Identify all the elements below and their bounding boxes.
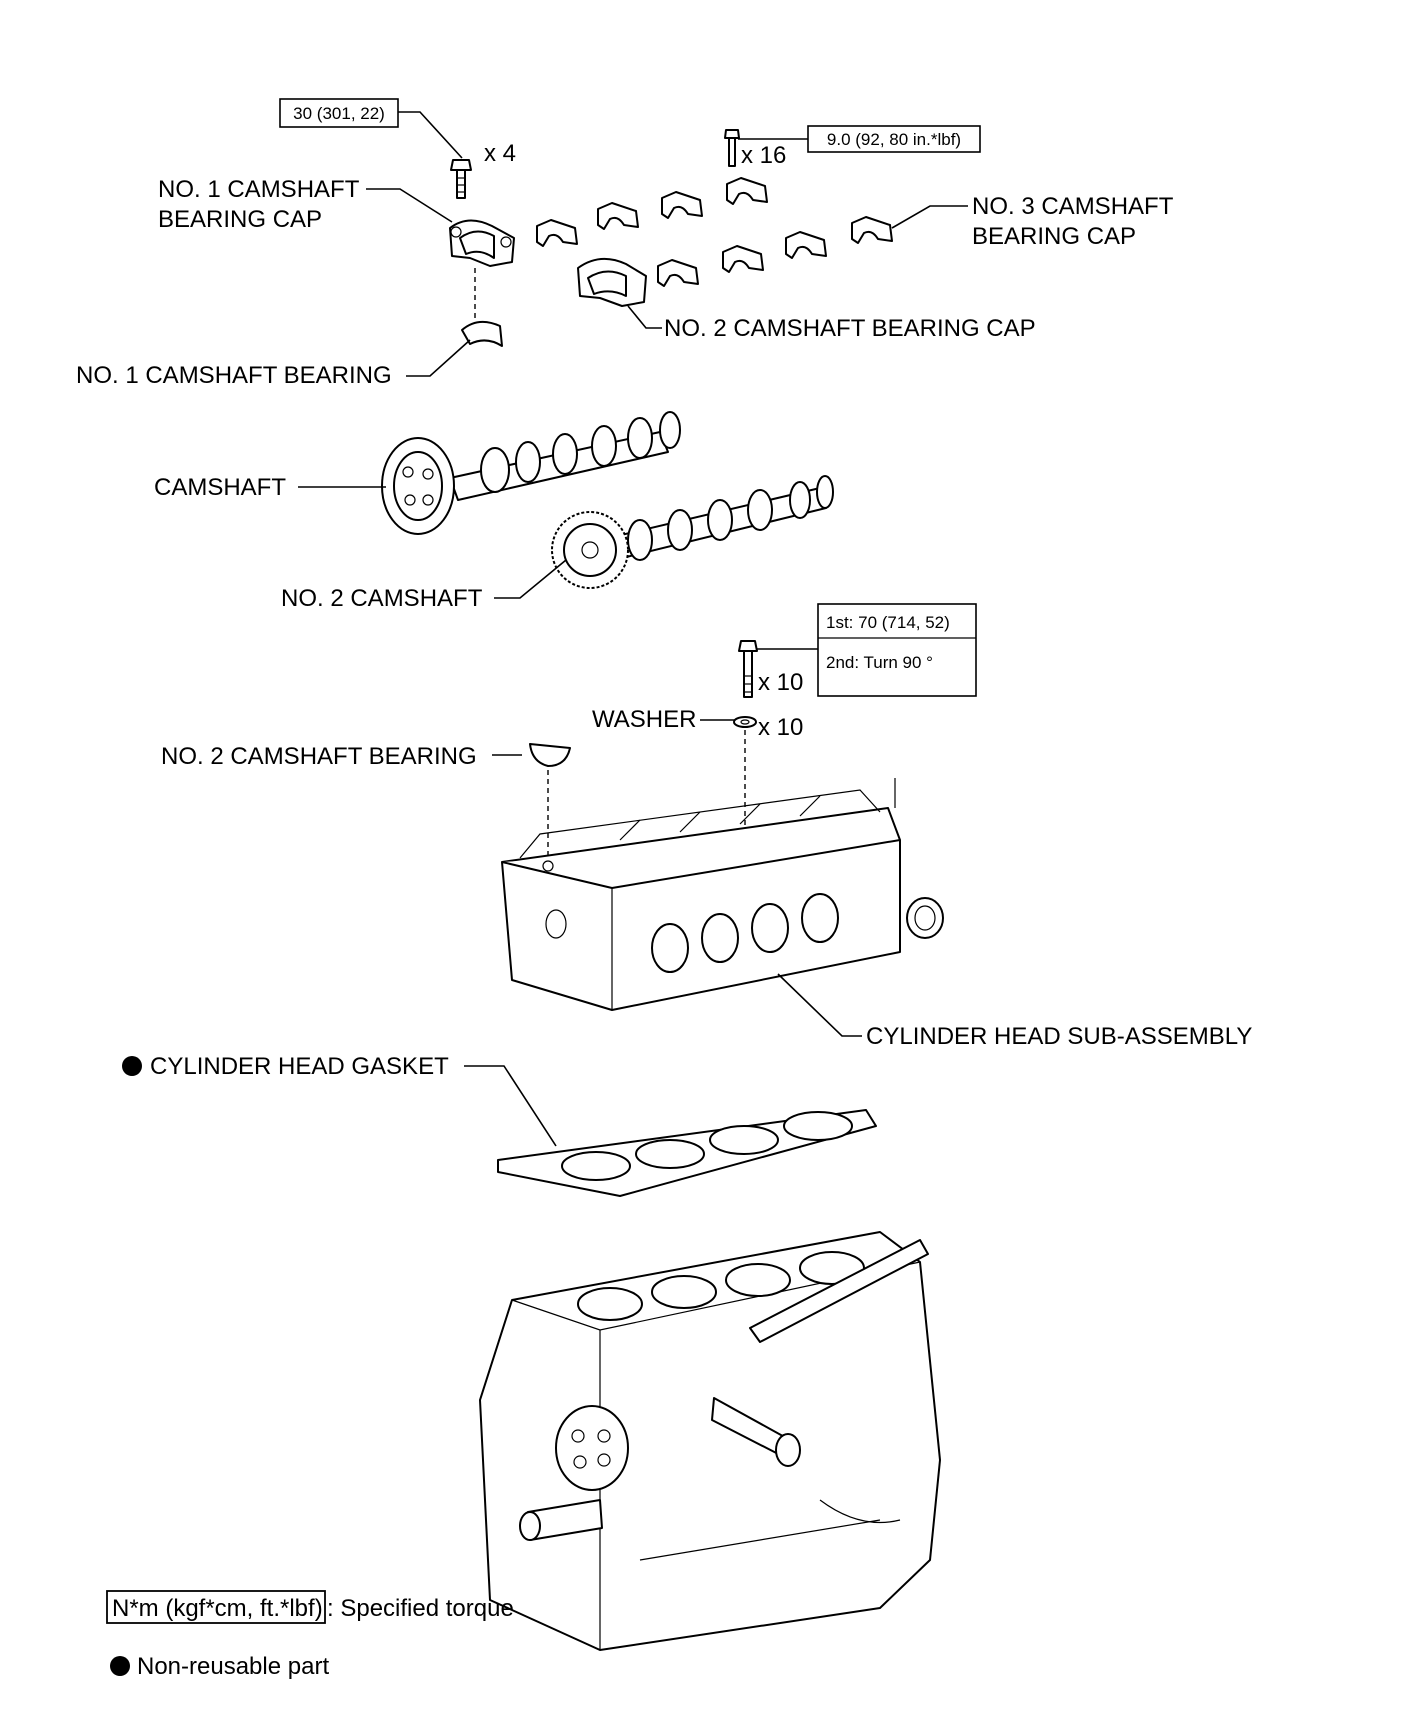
torque-value-head-bolt-2nd: 2nd: Turn 90 ° [826, 653, 933, 672]
no3-bearing-cap [851, 216, 893, 244]
label-no1-camshaft-bearing: NO. 1 CAMSHAFT BEARING [76, 362, 392, 389]
bearing-cap-small-4 [726, 177, 768, 205]
torque-value-head-bolt-1st: 1st: 70 (714, 52) [826, 613, 950, 632]
legend-torque: N*m (kgf*cm, ft.*lbf) : Specified torque [106, 1590, 514, 1624]
label-no1-bearing-cap-line2: BEARING CAP [158, 206, 322, 233]
label-no3-bearing-cap-line1: NO. 3 CAMSHAFT [972, 193, 1174, 220]
torque-box-small-cap-bolt: 9.0 (92, 80 in.*lbf) [807, 125, 981, 153]
bearing-cap-small-1 [536, 219, 578, 247]
washer-qty: x 10 [758, 714, 803, 741]
torque-value-small-cap-bolt: 9.0 (92, 80 in.*lbf) [827, 130, 961, 149]
legend-non-reusable-text: Non-reusable part [137, 1653, 329, 1680]
bearing-cap-small-5 [657, 259, 699, 287]
legend-non-reusable: Non-reusable part [110, 1653, 329, 1680]
camshaft [381, 411, 681, 535]
legend-torque-desc: : Specified torque [327, 1595, 514, 1622]
leader-no1-camshaft-bearing [406, 339, 471, 377]
label-cylinder-head: CYLINDER HEAD SUB-ASSEMBLY [866, 1023, 1252, 1050]
leader-no2-camshaft [494, 559, 567, 599]
small-cap-bolt [724, 129, 740, 167]
no1-camshaft-bearing [461, 320, 503, 347]
label-cylinder-head-gasket: CYLINDER HEAD GASKET [150, 1053, 449, 1080]
leader-cylinder-head-gasket [464, 1065, 557, 1147]
label-no2-camshaft: NO. 2 CAMSHAFT [281, 585, 483, 612]
washer [733, 716, 757, 728]
label-no2-camshaft-bearing: NO. 2 CAMSHAFT BEARING [161, 743, 477, 770]
cylinder-head-gasket [497, 1109, 877, 1197]
bearing-cap-small-3 [661, 191, 703, 219]
label-washer: WASHER [592, 706, 696, 733]
no2-camshaft-bearing [529, 743, 571, 767]
bearing-cap-bolt [450, 159, 472, 199]
leader-no1-bearing-cap [366, 188, 453, 223]
leader-bearing-cap-bolt-torque [398, 111, 463, 159]
label-no2-bearing-cap: NO. 2 CAMSHAFT BEARING CAP [664, 315, 1036, 342]
label-camshaft: CAMSHAFT [154, 474, 286, 501]
leader-no3-bearing-cap [891, 205, 968, 229]
head-bolt-qty: x 10 [758, 669, 803, 696]
label-no1-bearing-cap-line1: NO. 1 CAMSHAFT [158, 176, 360, 203]
cap-bolt-qty: x 4 [484, 140, 516, 167]
leader-cylinder-head [777, 973, 862, 1037]
legend-non-reusable-dot-gasket [122, 1056, 142, 1076]
bearing-cap-small-7 [785, 231, 827, 259]
label-no3-bearing-cap-line2: BEARING CAP [972, 223, 1136, 250]
bearing-cap-small-2 [597, 202, 639, 230]
torque-box-head-bolt: 1st: 70 (714, 52) 2nd: Turn 90 ° [817, 603, 977, 697]
cylinder-block [479, 1231, 941, 1651]
legend-torque-unit: N*m (kgf*cm, ft.*lbf) [112, 1595, 323, 1622]
non-reusable-dot-icon [110, 1656, 130, 1676]
no2-bearing-cap [577, 257, 647, 307]
torque-box-bearing-cap-bolt: 30 (301, 22) [279, 98, 399, 128]
no2-camshaft [551, 475, 834, 589]
cylinder-head [501, 778, 944, 1011]
bearing-cap-small-6 [722, 245, 764, 273]
no1-bearing-cap [449, 219, 515, 267]
leader-no2-bearing-cap [627, 305, 662, 329]
cylinder-head-bolt [738, 640, 758, 698]
small-bearing-caps [536, 177, 893, 287]
small-bolt-qty: x 16 [741, 142, 786, 169]
torque-value-bearing-cap-bolt: 30 (301, 22) [293, 104, 385, 123]
